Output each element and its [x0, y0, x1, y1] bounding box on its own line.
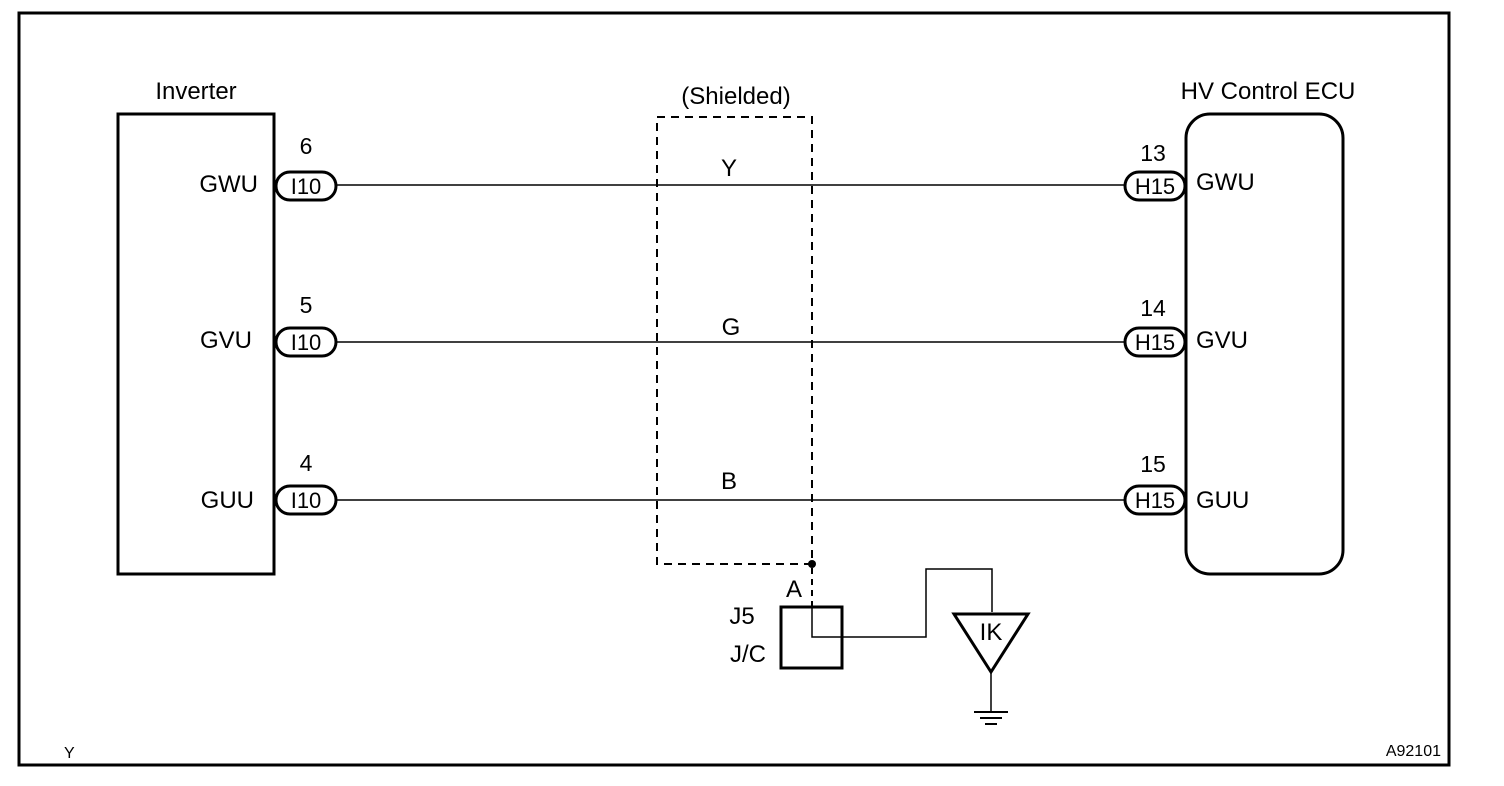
wire-color-b: B	[721, 468, 737, 495]
ground-point-label: IK	[980, 619, 1003, 646]
pin-number: 13	[1140, 140, 1166, 166]
junction-type: J/C	[730, 641, 766, 668]
junction-pin: A	[786, 576, 802, 603]
connector-code: I10	[291, 330, 322, 355]
terminal-name: GUU	[201, 487, 254, 514]
inverter-box	[116, 112, 276, 576]
wire-color-g: G	[722, 314, 741, 341]
inverter-title: Inverter	[155, 78, 236, 105]
terminal-name: GUU	[1196, 487, 1249, 514]
figure-id: A92101	[1386, 743, 1441, 760]
junction-id: J5	[729, 603, 754, 630]
connector-pill	[274, 326, 338, 358]
ecu-title: HV Control ECU	[1181, 78, 1356, 105]
shield-label: (Shielded)	[681, 83, 790, 110]
connector-pill	[1123, 484, 1187, 516]
ground-wire	[811, 568, 993, 638]
terminal-name: GVU	[200, 327, 252, 354]
connector-code: I10	[291, 174, 322, 199]
pin-number: 6	[300, 133, 313, 159]
connector-code: H15	[1135, 488, 1175, 513]
connector-code: H15	[1135, 330, 1175, 355]
ground-icon	[974, 711, 1008, 725]
connector-pill	[274, 484, 338, 516]
connector-code: H15	[1135, 174, 1175, 199]
inverter-terminal-guu: GUU 4 I10	[201, 450, 338, 516]
wire-color-y: Y	[721, 155, 737, 182]
wires	[336, 184, 1126, 501]
ground-point-triangle	[951, 612, 1031, 675]
pin-number: 4	[300, 450, 313, 476]
inverter-terminal-gvu: GVU 5 I10	[200, 292, 338, 358]
diagram-frame	[17, 11, 1451, 767]
shield-drain-dot	[808, 560, 816, 568]
inverter-terminal-gwu: GWU 6 I10	[199, 133, 338, 202]
pin-number: 5	[300, 292, 313, 318]
terminal-name: GWU	[199, 171, 258, 198]
connector-pill	[1123, 170, 1187, 202]
connector-pill	[274, 170, 338, 202]
shield-box	[656, 116, 813, 565]
ecu-terminal-gvu: 14 H15 GVU	[1123, 295, 1248, 358]
pin-number: 14	[1140, 295, 1166, 321]
connector-pill	[1123, 326, 1187, 358]
footer-left-code: Y	[64, 745, 75, 762]
terminal-name: GWU	[1196, 169, 1255, 196]
ecu-terminal-gwu: 13 H15 GWU	[1123, 140, 1255, 202]
terminal-name: GVU	[1196, 327, 1248, 354]
pin-number: 15	[1140, 451, 1166, 477]
ecu-terminal-guu: 15 H15 GUU	[1123, 451, 1249, 516]
connector-code: I10	[291, 488, 322, 513]
